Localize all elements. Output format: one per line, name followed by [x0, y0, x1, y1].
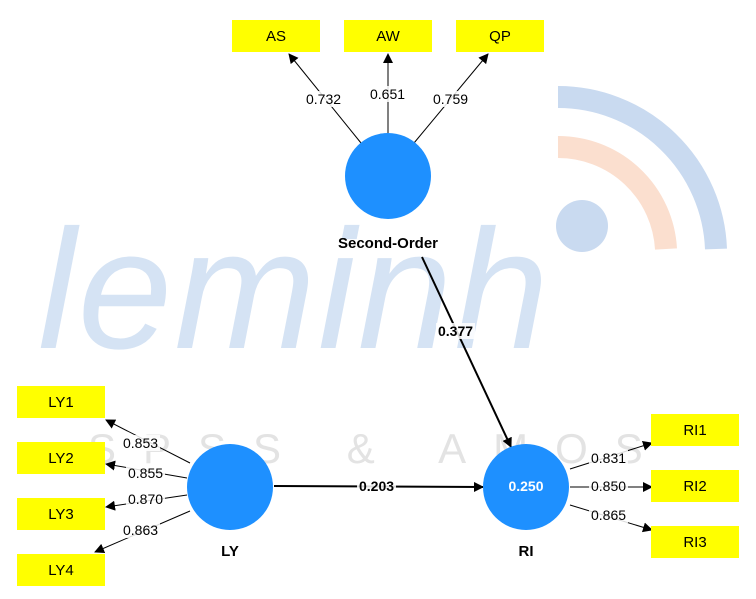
loading-label-ly1: 0.853	[121, 435, 161, 451]
path-coefficient-ly-ri: 0.203	[357, 478, 397, 494]
r-squared-ri: 0.250	[508, 478, 544, 494]
indicator-ly1: LY1	[17, 386, 105, 418]
loading-label-ly4: 0.863	[121, 522, 161, 538]
watermark-inner-arc	[557, 135, 677, 250]
loading-label-ri3: 0.865	[589, 507, 629, 523]
indicator-ri3: RI3	[651, 526, 739, 558]
loading-label-aw: 0.651	[368, 86, 408, 102]
construct-label-second-order: Second-Order	[337, 235, 439, 252]
loading-label-as: 0.732	[304, 91, 344, 107]
indicator-qp: QP	[456, 20, 544, 52]
loading-label-ly3: 0.870	[126, 491, 166, 507]
loading-label-ri1: 0.831	[589, 450, 629, 466]
construct-ly	[187, 444, 273, 530]
construct-second-order	[345, 133, 431, 219]
loading-label-ri2: 0.850	[589, 478, 629, 494]
construct-ri	[483, 444, 569, 530]
path-coefficient-second-order-ri: 0.377	[436, 323, 476, 339]
indicator-ri2: RI2	[651, 470, 739, 502]
watermark-dot	[556, 200, 608, 252]
indicator-ly4: LY4	[17, 554, 105, 586]
indicator-ly2: LY2	[17, 442, 105, 474]
construct-label-ri: RI	[518, 543, 534, 560]
path-arrow-second-order-to-ri	[421, 256, 512, 448]
construct-label-ly: LY	[221, 543, 239, 560]
indicator-as: AS	[232, 20, 320, 52]
watermark-outer-arc	[557, 86, 727, 250]
indicator-ly3: LY3	[17, 498, 105, 530]
loading-label-ly2: 0.855	[126, 465, 166, 481]
indicator-aw: AW	[344, 20, 432, 52]
indicator-ri1: RI1	[651, 414, 739, 446]
loading-label-qp: 0.759	[431, 91, 471, 107]
